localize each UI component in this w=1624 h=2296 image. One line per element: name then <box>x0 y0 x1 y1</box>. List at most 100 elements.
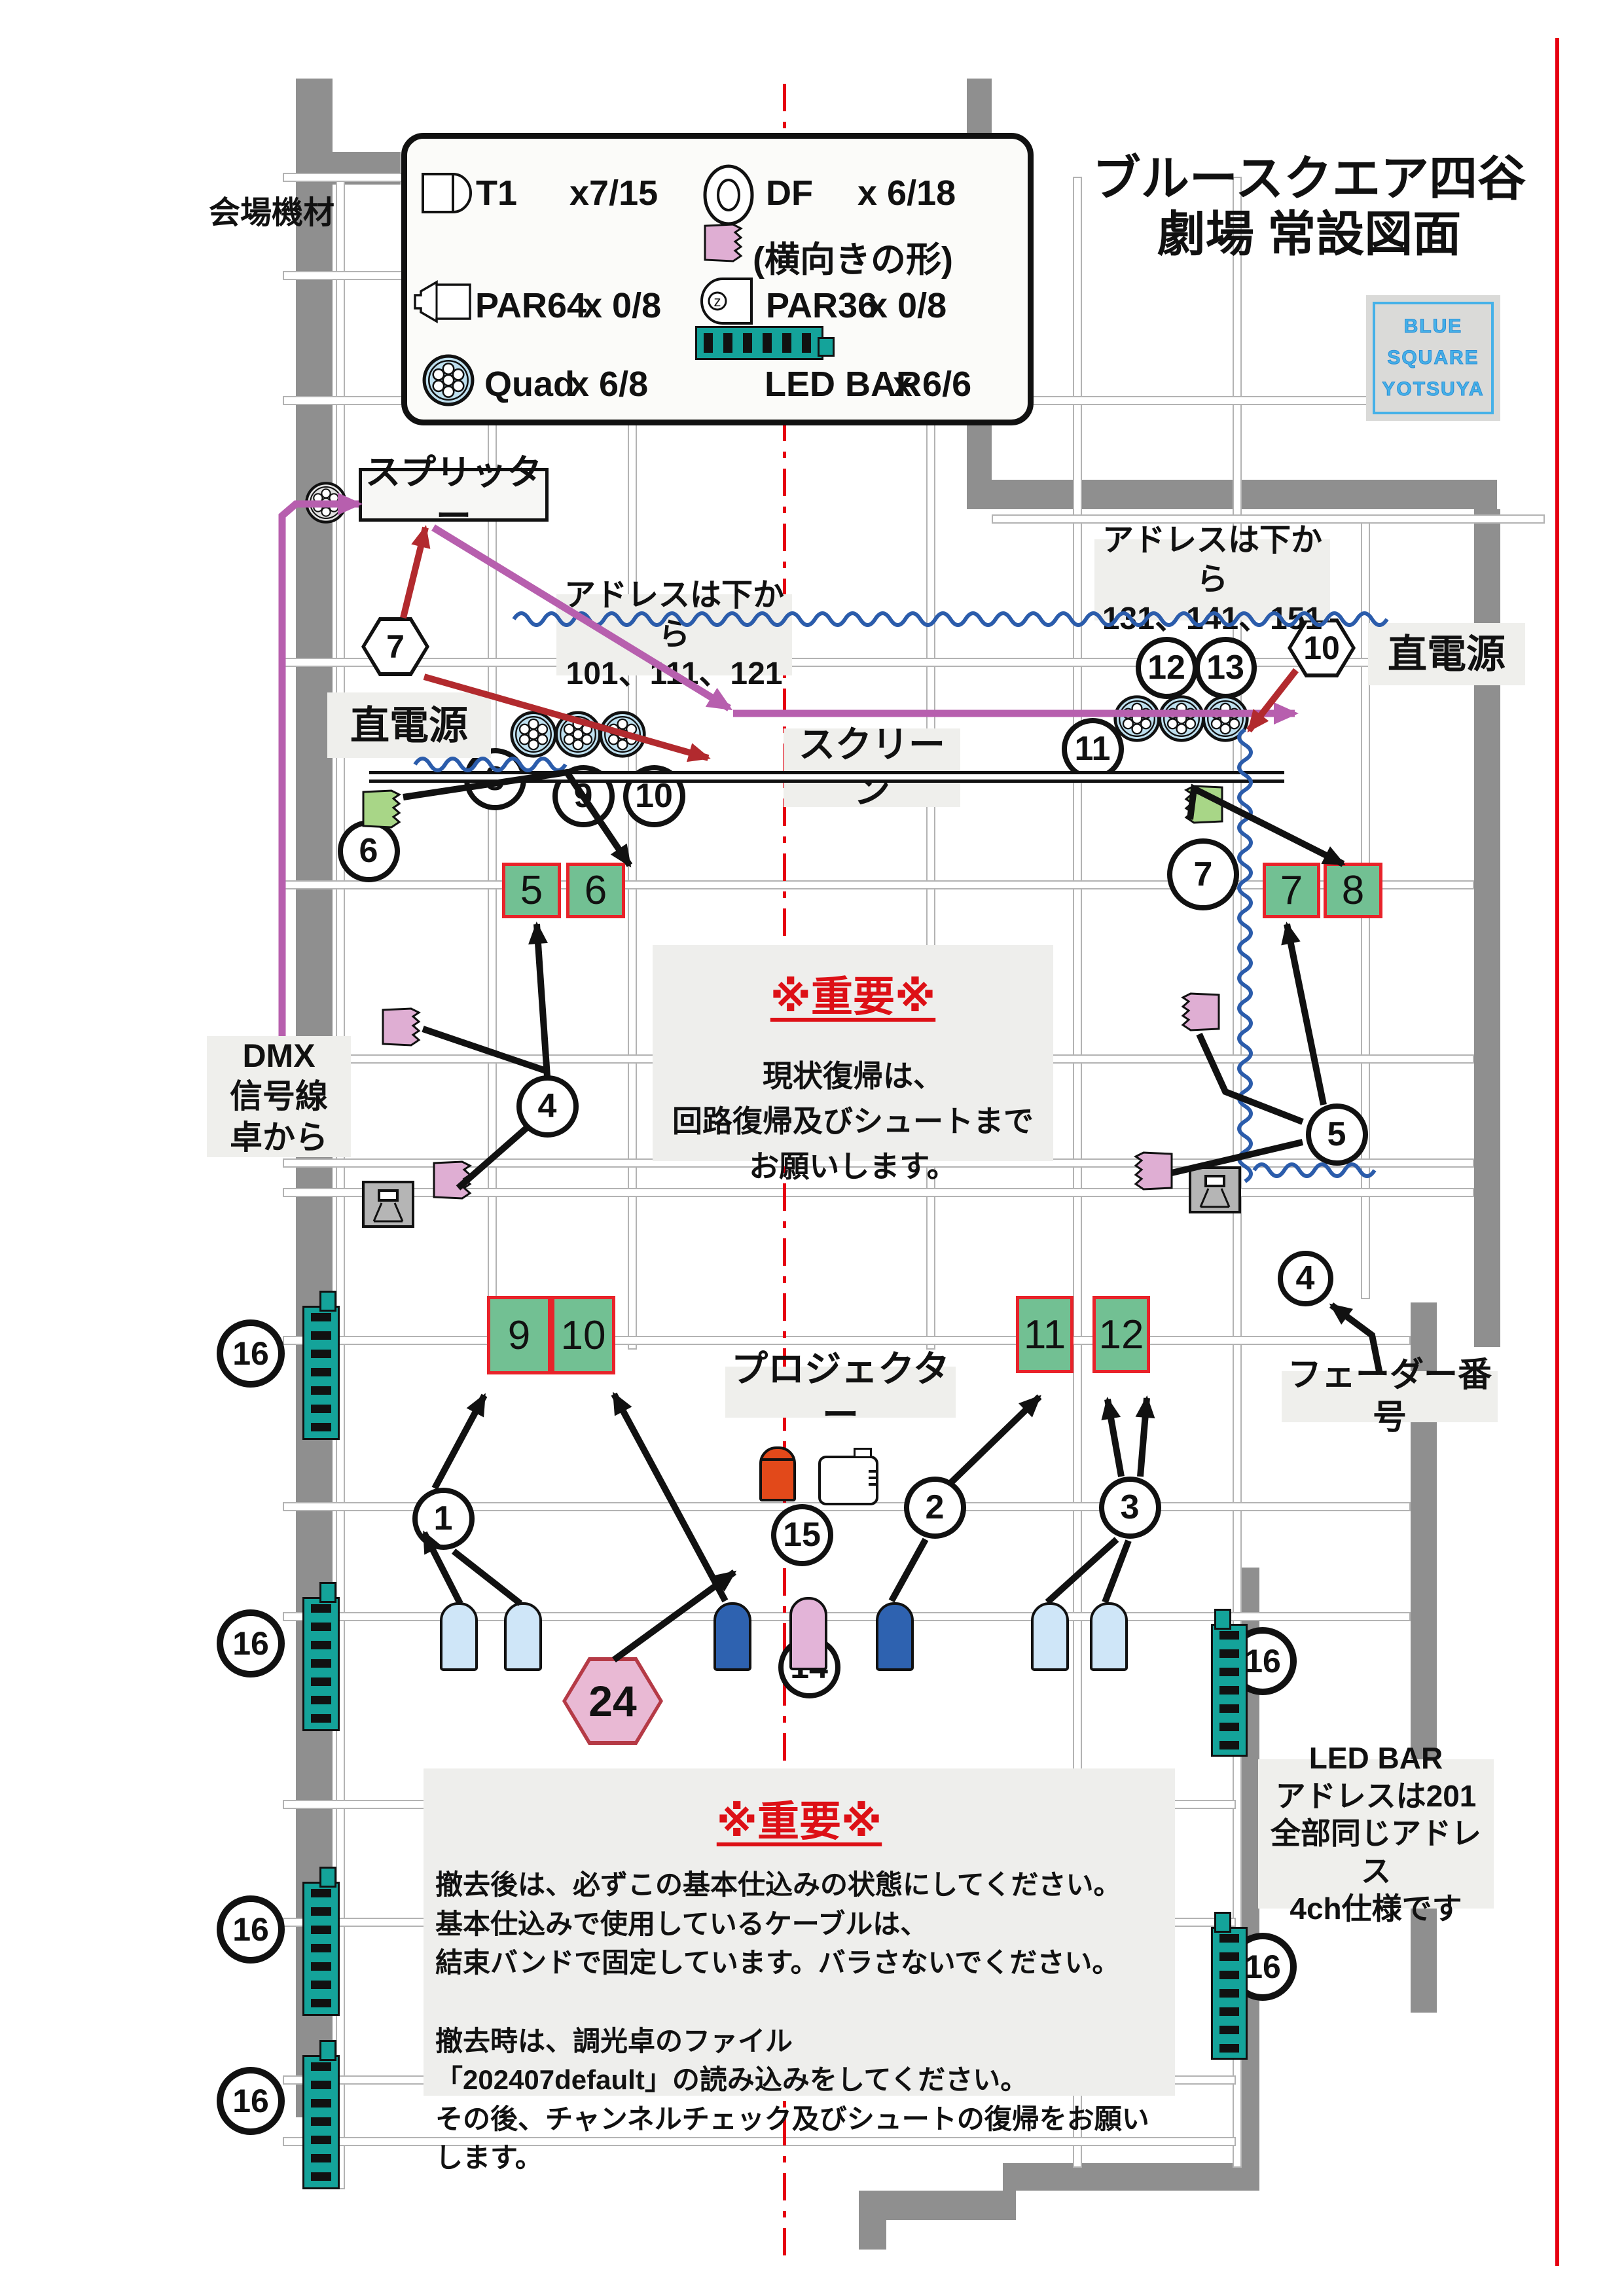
wavy-line <box>1252 1162 1377 1178</box>
speaker-window <box>378 1189 399 1202</box>
arrow <box>1246 668 1299 733</box>
df-glyph <box>703 164 754 226</box>
arrow <box>1329 1302 1383 1375</box>
led-bar <box>1211 1912 1248 2060</box>
arrow <box>612 1569 737 1663</box>
quad-socket-icon <box>509 710 558 759</box>
fader-circle-16: 16 <box>217 2067 285 2135</box>
led-bar-stripes <box>311 1604 331 1724</box>
wavy-line <box>1237 728 1253 1183</box>
hex-number: 24 <box>588 1677 637 1725</box>
arrow <box>421 1530 463 1605</box>
fader-circle-11: 11 <box>1061 717 1124 780</box>
arrow <box>948 1394 1042 1486</box>
led-bar-stripes <box>704 333 815 353</box>
channel-box-11: 11 <box>1016 1296 1074 1373</box>
par64-glyph <box>414 279 471 324</box>
fader-circle-5: 5 <box>1305 1103 1368 1166</box>
text-line: LED BAR <box>1308 1741 1443 1776</box>
horizontal-pipe <box>283 1188 1474 1197</box>
legend-label: PAR36 <box>766 286 878 325</box>
led-bar-stripes <box>311 2062 331 2182</box>
text-line: DMX <box>242 1037 316 1074</box>
horizontal-pipe <box>283 2137 1236 2146</box>
legend-label: PAR64 <box>475 286 587 325</box>
arrow <box>1187 783 1346 867</box>
arrow <box>1170 1139 1304 1176</box>
horizontal-pipe <box>992 514 1545 524</box>
ledbar-icon <box>695 326 835 360</box>
title-line2: 劇場 常設図面 <box>1157 207 1462 262</box>
hex-number: 7 <box>386 628 405 665</box>
important-note-center: ※重要※ 現状復帰は、回路復帰及びシュートまでお願いします。 <box>653 945 1053 1183</box>
fader-circle-16: 16 <box>217 1895 285 1964</box>
led-bar <box>1211 1609 1248 1757</box>
par36-glyph: z <box>700 278 753 325</box>
logo-line2: SQUARE <box>1387 347 1479 369</box>
legend-label: (横向きの形) <box>753 240 953 279</box>
led-bar-tab <box>818 337 835 357</box>
speaker-icon <box>1189 1166 1241 1213</box>
direct-power-label-left: 直電源 <box>327 692 491 758</box>
wavy-line <box>512 611 1389 627</box>
fader-circle-3: 3 <box>1098 1476 1161 1539</box>
logo-line3: YOTSUYA <box>1382 378 1485 401</box>
arrow <box>278 493 363 1036</box>
arrow <box>1135 1395 1155 1477</box>
legend-label: DF <box>766 173 813 213</box>
projector-device <box>818 1448 878 1505</box>
text-line: アドレスは201 <box>1275 1778 1477 1813</box>
t1-fixture <box>876 1602 914 1671</box>
t1-fixture <box>504 1602 542 1671</box>
important-body: 撤去後は、必ずこの基本仕込みの状態にしてください。基本仕込みで使用しているケーブ… <box>424 1865 1175 2178</box>
arrow <box>422 1026 547 1074</box>
arrow <box>888 1537 929 1603</box>
t1-fixture <box>1090 1602 1128 1671</box>
arrow <box>431 1393 488 1490</box>
arrow <box>528 922 550 1077</box>
screen-bar <box>369 771 1284 783</box>
text-line: 卓から <box>230 1119 328 1156</box>
channel-box-12: 12 <box>1092 1296 1150 1373</box>
led-bar-tab <box>319 2040 336 2061</box>
important-note-bottom: ※重要※ 撤去後は、必ずこの基本仕込みの状態にしてください。基本仕込みで使用して… <box>424 1768 1175 2173</box>
channel-box-10: 10 <box>551 1296 615 1374</box>
led-bar-stripes <box>311 1313 331 1433</box>
hex-number: 10 <box>1303 630 1340 666</box>
center-dashed-line <box>783 84 786 2263</box>
fader-circle-16: 16 <box>217 1319 285 1388</box>
led-bar <box>695 326 835 360</box>
text-line: 撤去時は、調光卓のファイル <box>435 2025 793 2056</box>
side-fixture-green <box>361 789 407 829</box>
vertical-pipe <box>1073 177 1082 2168</box>
logo-frame <box>1373 302 1494 414</box>
arrow <box>1101 1397 1125 1477</box>
direct-power-label-right: 直電源 <box>1368 623 1525 685</box>
fader-circle-7: 7 <box>1167 838 1239 910</box>
side-fixture-pink <box>1175 992 1221 1032</box>
led-bar-tab <box>1214 1912 1231 1933</box>
legend-count: x 6/18 <box>857 173 956 213</box>
fader-circle-2: 2 <box>903 1476 966 1539</box>
arrow <box>400 525 431 619</box>
text-line: 撤去後は、必ずこの基本仕込みの状態にしてください。 <box>435 1869 1121 1900</box>
fader-circle-1: 1 <box>412 1487 475 1550</box>
horizontal-pipe <box>283 1612 1411 1621</box>
fader-circle-4: 4 <box>1277 1250 1333 1306</box>
hex-7: 7 <box>361 617 429 676</box>
wall-segment <box>1003 2163 1259 2191</box>
led-bar <box>302 1867 340 2016</box>
text-line: アドレスは下から <box>1102 523 1322 597</box>
led-bar-tab <box>319 1582 336 1603</box>
channel-box-6: 6 <box>566 863 625 918</box>
led-bar <box>302 2040 340 2189</box>
svg-text:z: z <box>714 293 721 310</box>
channel-box-9: 9 <box>487 1296 551 1374</box>
channel-box-7: 7 <box>1263 863 1320 918</box>
side-fixture-pink <box>1128 1151 1174 1191</box>
